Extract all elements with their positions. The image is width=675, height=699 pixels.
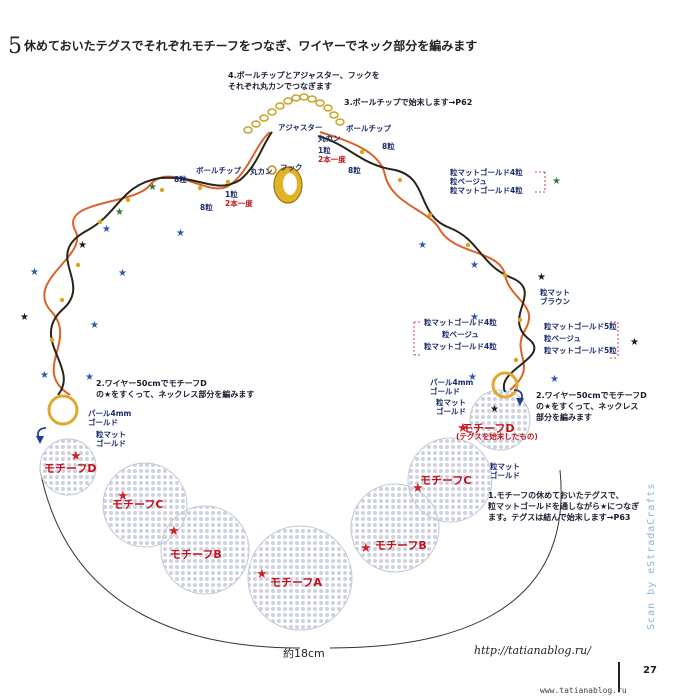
star-icon: ★ bbox=[115, 207, 124, 218]
star-icon: ★ bbox=[470, 260, 479, 271]
label-8-right-bottom: 8粒 bbox=[348, 166, 361, 175]
star-icon: ★ bbox=[70, 449, 82, 464]
motif-c-left bbox=[102, 462, 188, 548]
label-marukan: 丸カン bbox=[318, 134, 341, 143]
star-icon: ★ bbox=[412, 481, 424, 496]
motif-b-left-label: モチーフB bbox=[170, 548, 222, 561]
star-icon: ★ bbox=[552, 176, 561, 187]
step-heading-text: 休めておいたテグスでそれぞれモチーフをつなぎ、ワイヤーでネック部分を編みます bbox=[24, 39, 478, 53]
motif-d-left bbox=[39, 438, 97, 496]
note-step2-right: 2.ワイヤー50cmでモチーフD の★をすくって、ネックレス 部分を編みます bbox=[536, 391, 647, 422]
label-matte-brown: 粒マット ブラウン bbox=[540, 288, 570, 306]
label-matte-gold-right: 粒マット ゴールド bbox=[436, 398, 466, 416]
motif-a-label: モチーフA bbox=[270, 576, 322, 589]
motif-c-left-label: モチーフC bbox=[112, 498, 164, 511]
motif-c-right-label: モチーフC bbox=[420, 474, 472, 487]
star-icon: ★ bbox=[457, 421, 469, 436]
wire-left-dark bbox=[49, 131, 273, 396]
star-icon: ★ bbox=[118, 268, 127, 279]
label-1bead-right: 1粒 2本一度 bbox=[318, 146, 346, 164]
stars: ★ ★ ★ ★ ★ ★ ★ ★ ★ ★ ★ ★ ★ ★ ★ ★ ★ ★ ★ ★ … bbox=[20, 176, 639, 582]
note-step1: 1.モチーフの休めておいたテグスで、 粒マットゴールドを通しながら★につなぎ ま… bbox=[488, 491, 640, 522]
label-ballchip-right: ボールチップ bbox=[346, 124, 391, 133]
label-8-left-bottom: 8粒 bbox=[200, 203, 213, 212]
motif-a bbox=[247, 525, 353, 631]
star-icon: ★ bbox=[148, 182, 157, 193]
star-icon: ★ bbox=[30, 267, 39, 278]
wire-right-dark bbox=[317, 135, 536, 393]
motif-b-right-label: モチーフB bbox=[375, 539, 427, 552]
label-adjuster: アジャスター bbox=[278, 123, 323, 132]
star-icon: ★ bbox=[537, 272, 546, 283]
star-icon: ★ bbox=[117, 489, 129, 504]
star-icon: ★ bbox=[102, 224, 111, 235]
length-arc bbox=[39, 469, 562, 649]
label-right-mid-right: 粒マットゴールド5粒 粒ベージュ 粒マットゴールド5粒 bbox=[544, 322, 617, 355]
star-icon: ★ bbox=[40, 370, 49, 381]
note-step2-left: 2.ワイヤー50cmでモチーフD の★をすくって、ネックレス部分を編みます bbox=[96, 379, 255, 399]
label-ballchip-left: ボールチップ bbox=[196, 166, 241, 175]
star-icon: ★ bbox=[176, 228, 185, 239]
star-icon: ★ bbox=[85, 372, 94, 383]
label-8-left-top: 8粒 bbox=[174, 175, 187, 184]
star-icon: ★ bbox=[256, 567, 268, 582]
hook-icon bbox=[267, 165, 303, 204]
label-8-right-top: 8粒 bbox=[382, 142, 395, 151]
note-step4: 4.ボールチップとアジャスター、フックを それぞれ丸カンでつなぎます bbox=[228, 71, 380, 91]
pearl-ring-right bbox=[491, 371, 519, 399]
pearl-ring-left bbox=[47, 394, 79, 426]
note-step3: 3.ボールチップで始末します→P62 bbox=[344, 98, 473, 107]
label-right-mid-left: 粒マットゴールド4粒 粒ベージュ 粒マットゴールド4粒 bbox=[424, 318, 497, 351]
step-number: 5 bbox=[8, 34, 22, 59]
motif-b-left bbox=[160, 505, 250, 595]
label-pearl-left: パール4mm ゴールド bbox=[88, 409, 132, 427]
source-url[interactable]: http://tatianablog.ru/ bbox=[474, 644, 591, 657]
label-marukan-left: 丸カン bbox=[250, 167, 273, 176]
motif-d-right-label: モチーフD bbox=[462, 422, 515, 435]
motif-d-right bbox=[469, 389, 531, 451]
leader-lines bbox=[413, 171, 619, 359]
star-icon: ★ bbox=[360, 541, 372, 556]
label-1bead-left: 1粒 2本一度 bbox=[225, 190, 253, 208]
star-icon: ★ bbox=[550, 374, 559, 385]
footer-watermark: www.tatianablog.ru bbox=[540, 686, 627, 695]
wire-strands bbox=[43, 131, 536, 396]
page-number: 27 bbox=[643, 665, 657, 676]
star-icon: ★ bbox=[490, 404, 499, 415]
length-label: 約18cm bbox=[283, 647, 325, 660]
label-matte-gold-left: 粒マット ゴールド bbox=[96, 430, 126, 448]
star-icon: ★ bbox=[20, 312, 29, 323]
label-pearl-right: パール4mm ゴールド bbox=[430, 378, 474, 396]
star-icon: ★ bbox=[418, 240, 427, 251]
side-credit: Scan by eStradaCrafts bbox=[646, 482, 657, 630]
label-right-top-group: 粒マットゴールド4粒 粒ベージュ 粒マットゴールド4粒 bbox=[450, 168, 523, 195]
motif-c-right bbox=[407, 437, 493, 523]
gold-beads bbox=[49, 149, 523, 363]
star-icon: ★ bbox=[468, 372, 477, 383]
star-icon: ★ bbox=[630, 337, 639, 348]
label-matte-gold-low: 粒マット ゴールド bbox=[490, 462, 520, 480]
chain bbox=[243, 93, 345, 134]
motif-group bbox=[39, 389, 531, 631]
star-icon: ★ bbox=[90, 320, 99, 331]
star-icon: ★ bbox=[78, 240, 87, 251]
label-hook: フック bbox=[280, 163, 303, 172]
motif-d-left-label: モチーフD bbox=[44, 462, 97, 475]
page-divider bbox=[618, 662, 620, 692]
star-icon: ★ bbox=[470, 312, 479, 323]
star-icon: ★ bbox=[168, 524, 180, 539]
label-tegusu-end: (テグスを始末したもの) bbox=[456, 432, 538, 441]
